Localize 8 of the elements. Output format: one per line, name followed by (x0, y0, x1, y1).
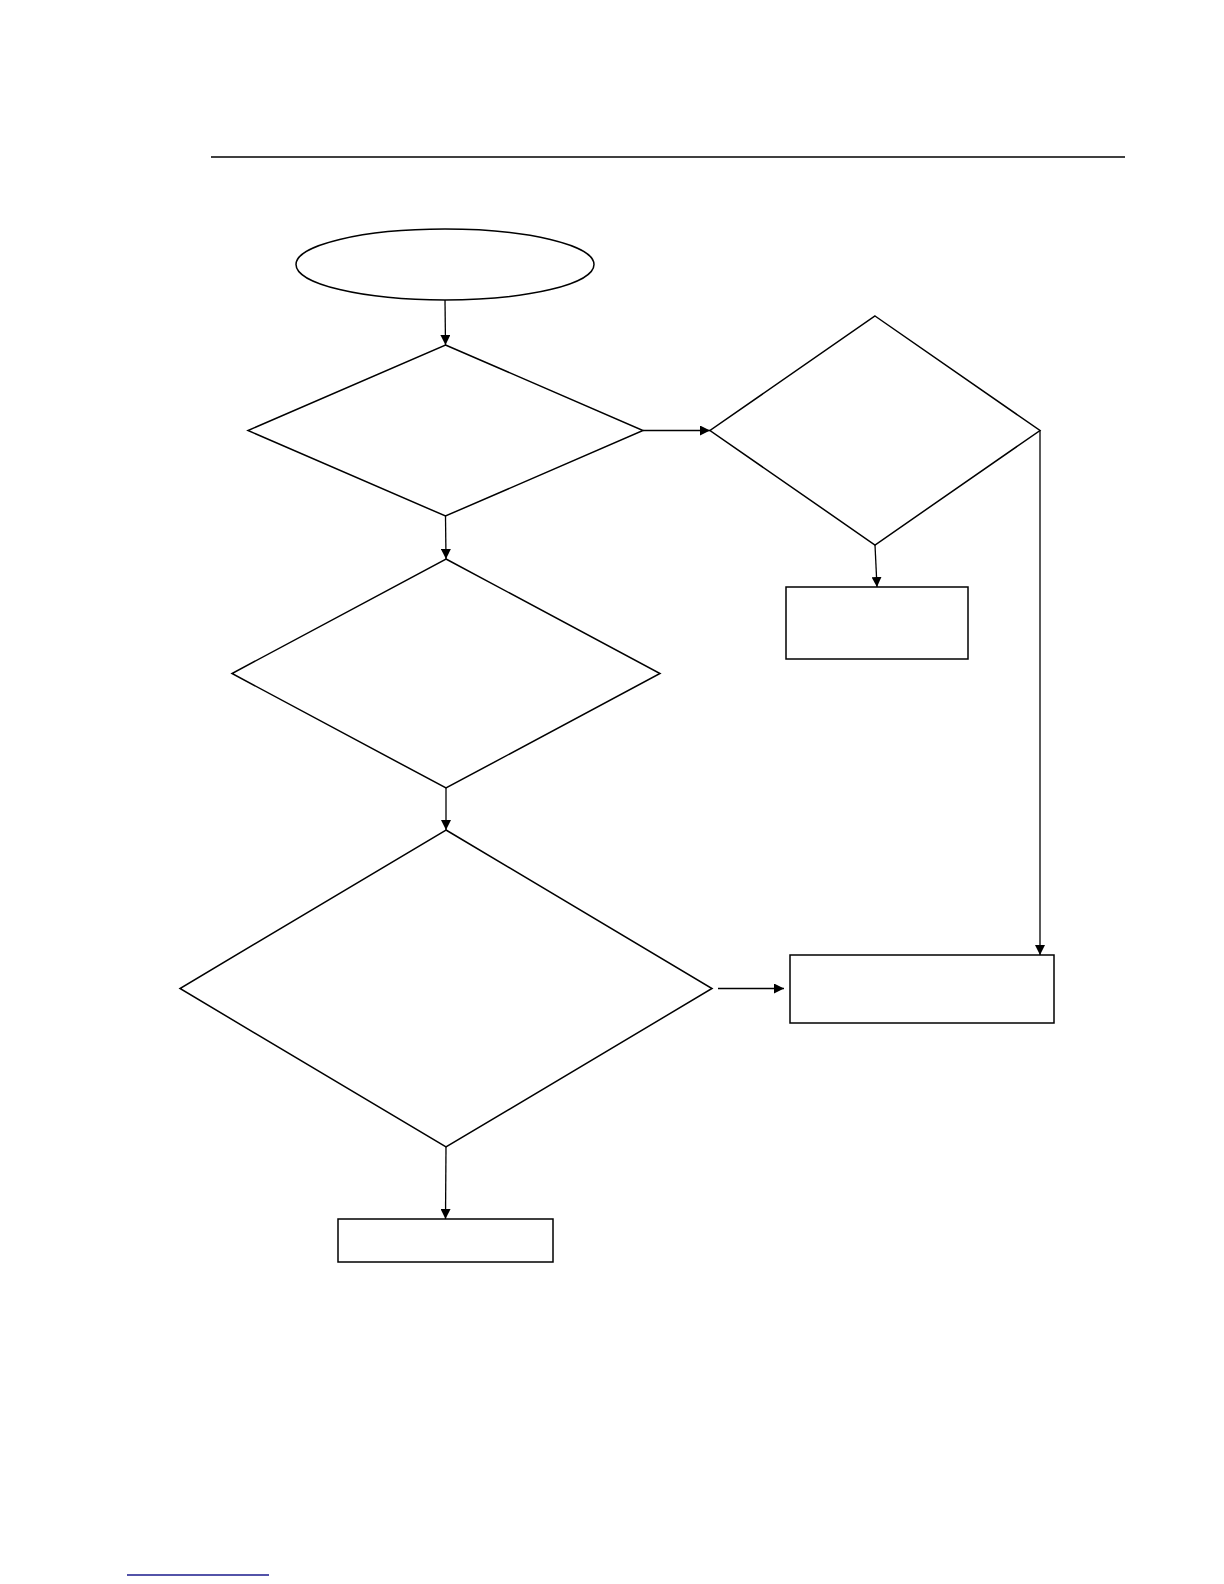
arrow (1035, 429, 1045, 956)
arrow (871, 544, 882, 588)
arrow (642, 425, 711, 436)
arrow (440, 299, 451, 346)
arrow (440, 515, 451, 560)
arrow (717, 983, 785, 994)
arrow (440, 1146, 451, 1220)
arrow (441, 787, 451, 831)
